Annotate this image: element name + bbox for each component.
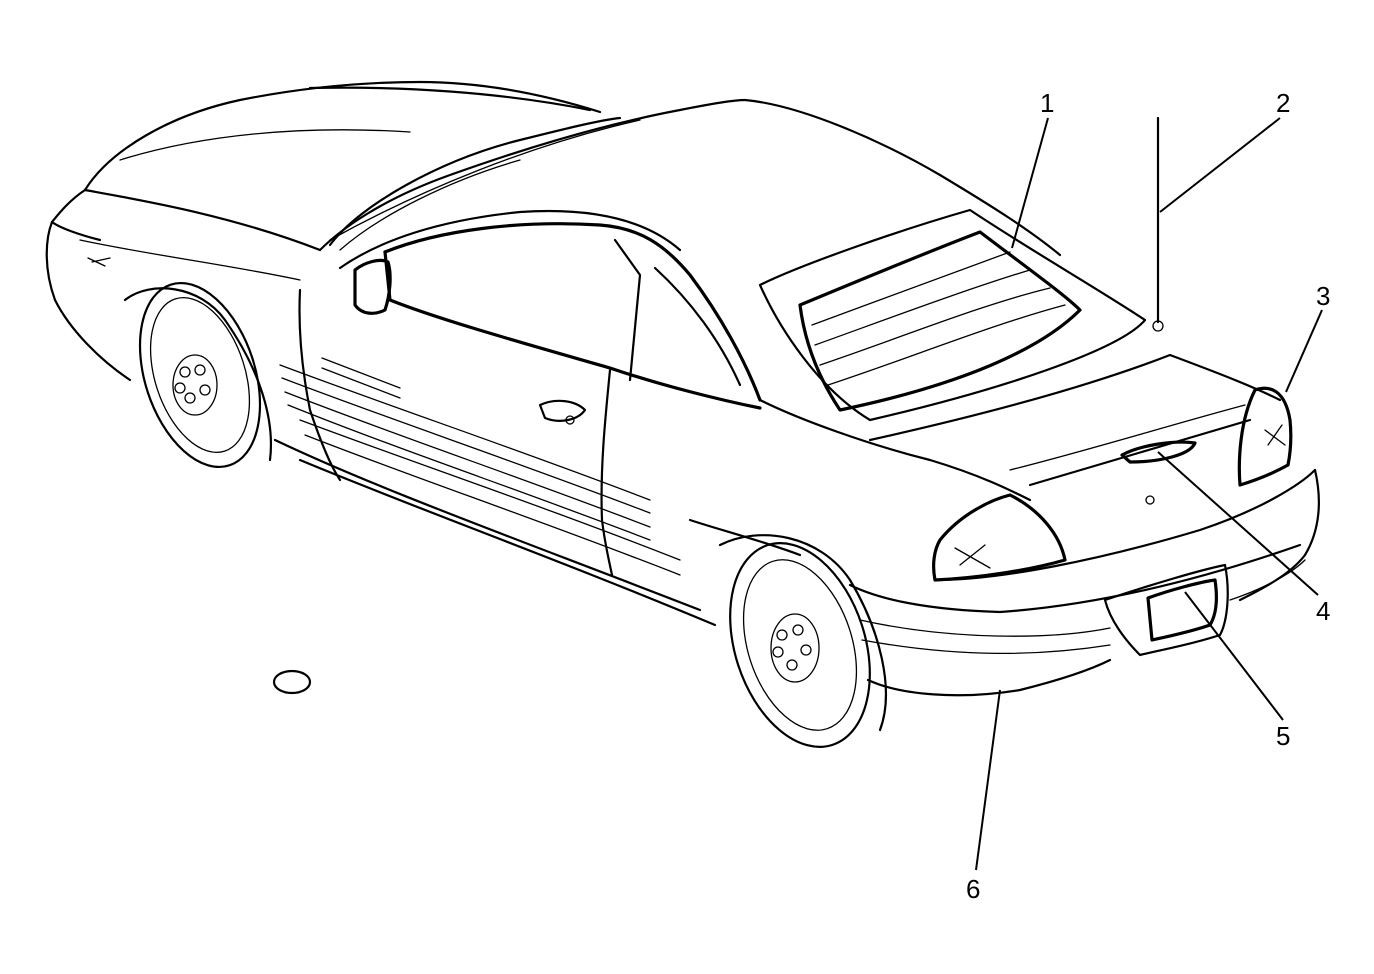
antenna bbox=[1152, 116, 1164, 332]
callout-2: 2 bbox=[1276, 88, 1290, 118]
leader-4 bbox=[1157, 451, 1319, 596]
car-body bbox=[45, 80, 1320, 697]
leader-3 bbox=[1285, 309, 1323, 393]
callout-5: 5 bbox=[1276, 721, 1290, 751]
leader-lines bbox=[975, 117, 1323, 871]
leader-5 bbox=[1184, 591, 1284, 721]
leader-2 bbox=[1159, 117, 1281, 213]
callout-6: 6 bbox=[966, 874, 980, 904]
leader-1 bbox=[1011, 117, 1049, 249]
leader-6 bbox=[975, 689, 1001, 871]
front-wheel bbox=[123, 281, 272, 469]
rear-wheel bbox=[718, 534, 887, 748]
callout-3: 3 bbox=[1316, 281, 1330, 311]
callout-4: 4 bbox=[1316, 596, 1330, 626]
callout-labels: 1 2 3 4 5 6 bbox=[966, 88, 1330, 904]
callout-1: 1 bbox=[1040, 88, 1054, 118]
